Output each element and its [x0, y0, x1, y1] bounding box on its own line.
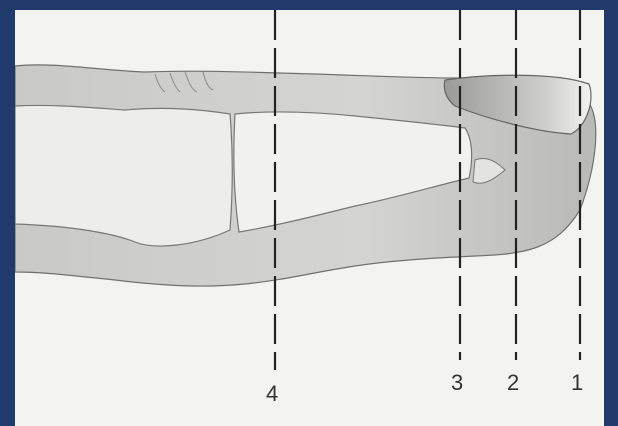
line-label-1: 1	[571, 372, 583, 394]
illustration-area: 4 3 2 1	[15, 10, 604, 426]
line-label-4: 4	[266, 383, 278, 405]
line-label-2: 2	[507, 372, 519, 394]
finger-diagram	[15, 10, 604, 426]
middle-phalanx	[15, 105, 232, 246]
line-label-3: 3	[451, 372, 463, 394]
